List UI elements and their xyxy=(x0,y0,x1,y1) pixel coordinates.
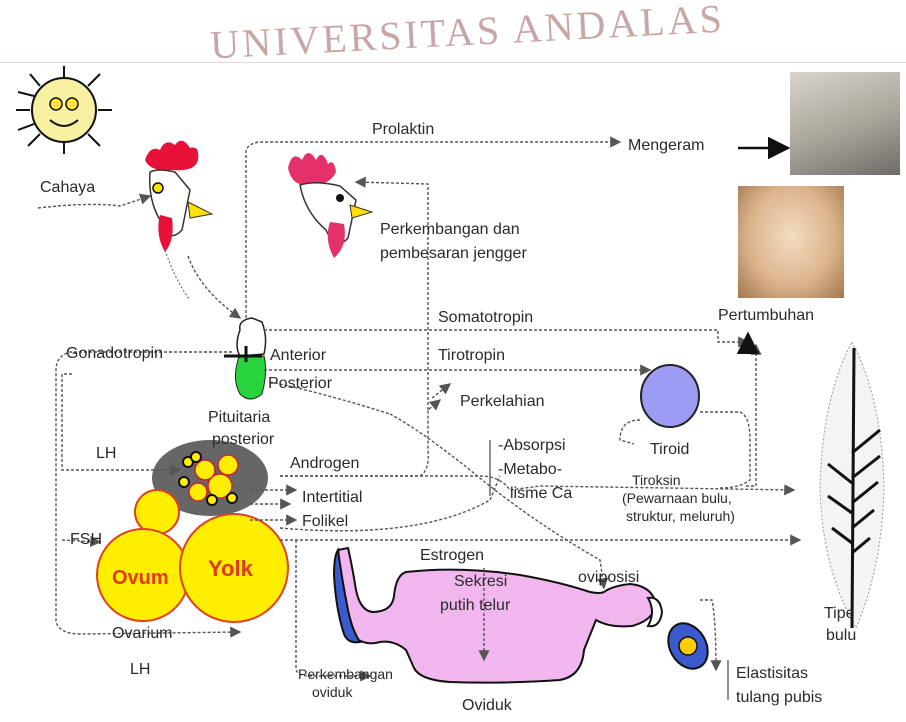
label-pertumbuhan: Pertumbuhan xyxy=(718,306,814,325)
label-perkembangan-oviduk-1: Perkembangan xyxy=(298,666,393,683)
label-absorpsi: -Absorpsi xyxy=(498,436,566,455)
label-androgen: Androgen xyxy=(290,454,359,473)
label-oviposisi: oviposisi xyxy=(578,568,639,587)
label-anterior: Anterior xyxy=(270,346,326,365)
label-tipe-bulu-1: Tipe xyxy=(824,604,855,623)
label-yolk: Yolk xyxy=(208,556,253,582)
label-lh-top: LH xyxy=(96,444,116,463)
label-pituitaria-2: posterior xyxy=(212,430,274,449)
label-mengeram: Mengeram xyxy=(628,136,704,155)
label-folikel: Folikel xyxy=(302,512,348,531)
label-cahaya: Cahaya xyxy=(40,178,95,197)
label-elastisitas-2: tulang pubis xyxy=(736,688,822,707)
label-perkelahian: Perkelahian xyxy=(460,392,545,411)
label-ovum: Ovum xyxy=(112,566,169,590)
label-fsh: FSH xyxy=(70,530,102,549)
label-elastisitas-1: Elastisitas xyxy=(736,664,808,683)
thyroid-gland xyxy=(641,365,699,427)
label-tiroksin-note-1: (Pewarnaan bulu, xyxy=(622,490,732,507)
oviduct-shape xyxy=(334,548,716,683)
rooster-head-icon xyxy=(145,141,212,300)
carcass-photo xyxy=(738,186,844,298)
label-tipe-bulu-2: bulu xyxy=(826,626,856,645)
chick-photo xyxy=(790,72,900,175)
label-ovarium: Ovarium xyxy=(112,624,172,643)
label-estrogen: Estrogen xyxy=(420,546,484,565)
label-sekresi-2: putih telur xyxy=(440,596,510,615)
label-gonadotropin: Gonadotropin xyxy=(66,344,163,363)
label-pituitaria-1: Pituitaria xyxy=(208,408,270,427)
label-sekresi-1: Sekresi xyxy=(454,572,507,591)
label-oviduk: Oviduk xyxy=(462,696,512,715)
label-tiroksin-note-2: struktur, meluruh) xyxy=(626,508,735,525)
sun-icon xyxy=(16,66,112,154)
label-tiroid: Tiroid xyxy=(650,440,689,459)
pituitary-icon xyxy=(224,318,266,399)
label-posterior: Posterior xyxy=(268,374,332,393)
label-lh-bottom: LH xyxy=(130,660,150,679)
rooster-comb-icon xyxy=(288,153,372,258)
ovary-follicles xyxy=(97,440,288,622)
label-lisme-ca: lisme Ca xyxy=(510,484,572,503)
label-intertitial: Intertitial xyxy=(302,488,362,507)
label-perkembangan-jengger-2: pembesaran jengger xyxy=(380,244,527,263)
label-metabo: -Metabo- xyxy=(498,460,562,479)
label-somatotropin: Somatotropin xyxy=(438,308,533,327)
label-perkembangan-oviduk-2: oviduk xyxy=(312,684,352,701)
label-perkembangan-jengger-1: Perkembangan dan xyxy=(380,220,520,239)
label-tirotropin: Tirotropin xyxy=(438,346,505,365)
label-prolaktin: Prolaktin xyxy=(372,120,434,139)
label-tiroksin: Tiroksin xyxy=(632,472,681,489)
feather-icon xyxy=(812,338,890,628)
